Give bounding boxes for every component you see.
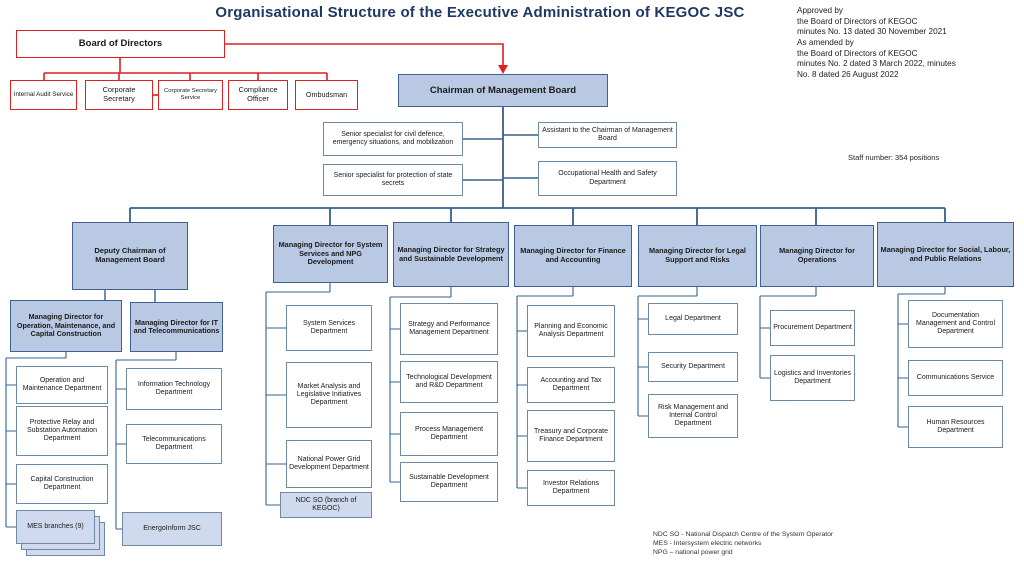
md-it-telecom-box: Managing Director for IT and Telecommuni… xyxy=(130,302,223,352)
dept-information-technology: Information Technology Department xyxy=(126,368,222,410)
dept-telecommunications: Telecommunications Department xyxy=(126,424,222,464)
dept-risk-management: Risk Management and Internal Control Dep… xyxy=(648,394,738,438)
dept-capital-construction: Capital Construction Department xyxy=(16,464,108,504)
staff-connectors xyxy=(104,134,538,302)
dept-system-services: System Services Department xyxy=(286,305,372,351)
civil-defence-specialist-box: Senior specialist for civil defence, eme… xyxy=(323,122,463,156)
staff-number-note: Staff number: 354 positions xyxy=(848,153,940,162)
energoinform-box: EnergoInform JSC xyxy=(122,512,222,546)
dept-protective-relay: Protective Relay and Substation Automati… xyxy=(16,406,108,456)
dept-investor-relations: Investor Relations Department xyxy=(527,470,615,506)
ombudsman-box: Ombudsman xyxy=(295,80,358,110)
dept-human-resources: Human Resources Department xyxy=(908,406,1003,448)
corporate-secretary-service-box: Corporate Secretary Service xyxy=(158,80,223,110)
dept-security: Security Department xyxy=(648,352,738,382)
corporate-secretary-box: Corporate Secretary xyxy=(85,80,153,110)
dept-npg-development: National Power Grid Development Departme… xyxy=(286,440,372,488)
page-title: Organisational Structure of the Executiv… xyxy=(215,4,745,21)
dept-process-management: Process Management Department xyxy=(400,412,498,456)
approval-note: Approved by the Board of Directors of KE… xyxy=(797,6,956,79)
column-spines xyxy=(5,283,946,530)
md-operations-box: Managing Director for Operations xyxy=(760,225,874,287)
ndc-so-box: NDC SO (branch of KEGOC) xyxy=(280,492,372,518)
md-strategy-box: Managing Director for Strategy and Susta… xyxy=(393,222,509,287)
dept-market-analysis: Market Analysis and Legislative Initiati… xyxy=(286,362,372,428)
dept-logistics-inventories: Logistics and Inventories Department xyxy=(770,355,855,401)
chairman-box: Chairman of Management Board xyxy=(398,74,608,107)
board-of-directors-box: Board of Directors xyxy=(16,30,225,58)
dept-planning-economic: Planning and Economic Analysis Departmen… xyxy=(527,305,615,357)
assistant-to-chairman-box: Assistant to the Chairman of Management … xyxy=(538,122,677,148)
dept-technological-rd: Technological Development and R&D Depart… xyxy=(400,361,498,403)
deputy-chairman-box: Deputy Chairman of Management Board xyxy=(72,222,188,290)
md-system-services-box: Managing Director for System Services an… xyxy=(273,225,388,283)
state-secrets-specialist-box: Senior specialist for protection of stat… xyxy=(323,164,463,196)
dept-operation-maintenance: Operation and Maintenance Department xyxy=(16,366,108,404)
dept-sustainable-development: Sustainable Development Department xyxy=(400,462,498,502)
red-arrowhead xyxy=(498,65,508,74)
md-operation-maintenance-box: Managing Director for Operation, Mainten… xyxy=(10,300,122,352)
dept-legal: Legal Department xyxy=(648,303,738,335)
dept-accounting-tax: Accounting and Tax Department xyxy=(527,367,615,403)
red-connectors xyxy=(43,43,504,96)
md-finance-box: Managing Director for Finance and Accoun… xyxy=(514,225,632,287)
md-legal-box: Managing Director for Legal Support and … xyxy=(638,225,757,287)
dept-treasury-corporate-finance: Treasury and Corporate Finance Departmen… xyxy=(527,410,615,462)
compliance-officer-box: Compliance Officer xyxy=(228,80,288,110)
mes-branches-box: MES branches (9) xyxy=(16,510,95,544)
dept-strategy-performance: Strategy and Performance Management Depa… xyxy=(400,303,498,355)
blue-trunk xyxy=(129,107,946,225)
ohs-department-box: Occupational Health and Safety Departmen… xyxy=(538,161,677,196)
dept-procurement: Procurement Department xyxy=(770,310,855,346)
dept-documentation-management: Documentation Management and Control Dep… xyxy=(908,300,1003,348)
md-social-box: Managing Director for Social, Labour, an… xyxy=(877,222,1014,287)
dept-communications-service: Communications Service xyxy=(908,360,1003,396)
internal-audit-service-box: Internal Audit Service xyxy=(10,80,77,110)
footnotes: NDC SO - National Dispatch Centre of the… xyxy=(653,531,834,557)
